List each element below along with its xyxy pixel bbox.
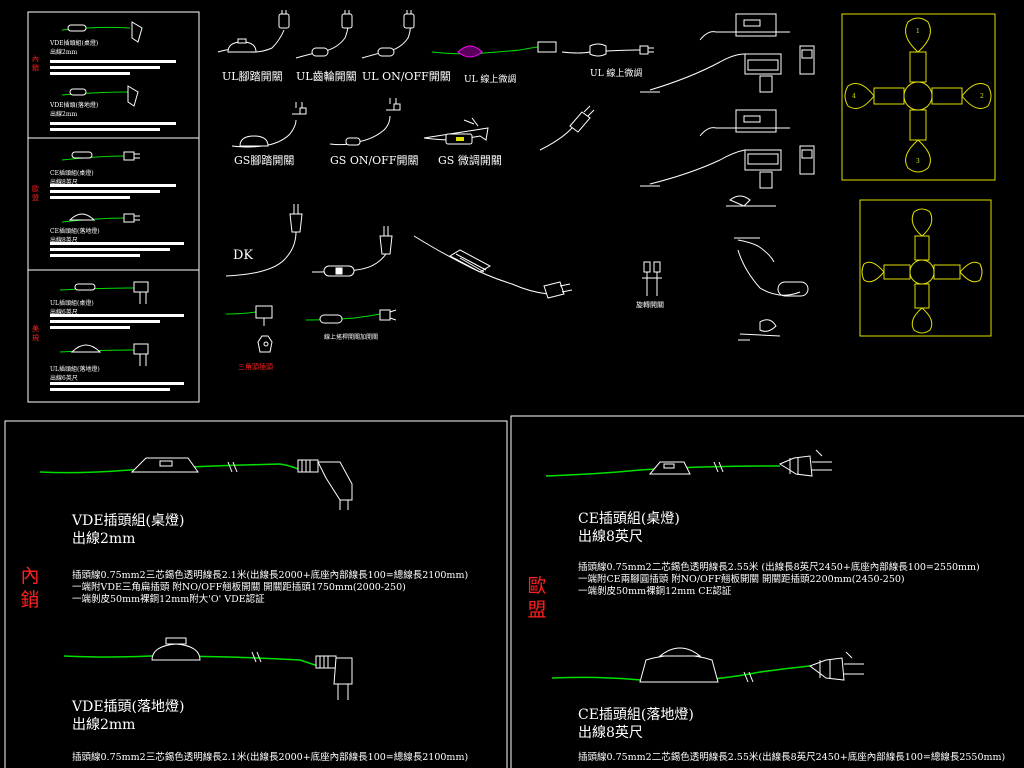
ul-gear-switch <box>295 10 353 59</box>
ce-floor-switch <box>639 647 754 683</box>
triangle-plug-assembly <box>225 305 273 353</box>
pendant-number-1: 1 <box>916 28 920 35</box>
gs-onoff-switch <box>329 98 401 146</box>
label-gs-dimmer-switch: GS 微調開關 <box>438 154 502 167</box>
ul-inline-dimmer <box>431 41 557 58</box>
mini-caption-5: UL插頭組(桌燈) 出線6英尺 <box>50 300 94 316</box>
gs-foot-switch <box>231 102 307 148</box>
vde-desk-spec-line-2: 一端附VDE三角扁插頭 附NO/OFF翹板開關 開關距插頭1750mm(2000… <box>72 582 406 593</box>
vde-desk-switch <box>130 457 238 473</box>
region-label-eu-small: 歐盟 <box>32 185 39 202</box>
region-label-domestic: 內銷 <box>20 565 40 611</box>
rotary-switch <box>642 261 662 296</box>
ce-plug-2 <box>808 651 864 681</box>
loose-plug <box>539 105 595 151</box>
ce-desk-spec-line-2: 一端附CE兩腳圓插頭 附NO/OFF翹板開關 開關距插頭2200mm(2450-… <box>578 574 905 585</box>
vde-desk-title: VDE插頭組(桌燈) <box>72 513 185 529</box>
label-ul-onoff-switch: UL ON/OFF開關 <box>362 70 451 83</box>
vde-floor-subtitle: 出線2mm <box>72 717 136 733</box>
label-inline-rocker: 線上搖桿開關加開關 <box>324 334 379 341</box>
inline-onoff-cable <box>311 226 393 277</box>
ce-desk-cable <box>545 465 781 477</box>
pendant-number-4: 4 <box>852 93 856 100</box>
mini-caption-3: CE插頭組(桌燈) 出線8英尺 <box>50 170 94 186</box>
mini-caption-1: VDE插頭組(桌燈) 出線2mm <box>50 40 99 56</box>
sheet-frames <box>4 415 1024 768</box>
label-ul-dimmer: UL 線上微調 <box>590 69 643 79</box>
pendant-number-2: 2 <box>980 93 984 100</box>
region-label-us-small: 美規 <box>32 325 39 342</box>
ul-foot-switch <box>217 10 290 53</box>
ce-floor-spec-line-1: 插頭線0.75mm2二芯錫色透明線長2.55米(出線長8英尺2450+底座內部線… <box>578 752 1006 763</box>
region-label-domestic-small: 內銷 <box>32 55 39 72</box>
ul-dimmer <box>561 43 654 57</box>
top-left-sheet-frame <box>27 11 200 403</box>
vde-desk-spec-line-3: 一端剝皮50mm裸銅12mm附大'O' VDE認証 <box>72 594 265 605</box>
ce-desk-title: CE插頭組(桌燈) <box>578 511 680 527</box>
pendant-drawing-2 <box>859 199 992 337</box>
label-rotary-switch: 旋轉開關 <box>636 301 664 309</box>
mini-caption-4: CE插頭組(落地燈) 出線8英尺 <box>50 228 100 244</box>
dk-cable <box>225 204 303 277</box>
inline-rocker-assembly <box>305 309 397 324</box>
vde-desk-subtitle: 出線2mm <box>72 531 136 547</box>
pendant-drawing-1 <box>841 13 996 181</box>
vde-plug-1 <box>297 459 353 510</box>
ce-floor-title: CE插頭組(落地燈) <box>578 707 694 723</box>
mini-text-bars <box>50 60 184 391</box>
adapter-drawings <box>640 13 815 341</box>
label-ul-foot-switch: UL腳踏開關 <box>222 70 283 83</box>
gs-inline-cable <box>413 235 573 299</box>
label-gs-foot-switch: GS腳踏開關 <box>234 154 295 167</box>
ce-floor-subtitle: 出線8英尺 <box>578 725 643 741</box>
label-ul-inline-dimmer: UL 線上微調 <box>464 75 517 85</box>
label-ul-gear-switch: UL齒輪開關 <box>296 70 357 83</box>
ce-desk-switch <box>648 461 724 475</box>
mini-caption-6: UL插頭組(落地燈) 出線6英尺 <box>50 366 100 382</box>
vde-desk-spec-line-1: 插頭線0.75mm2三芯錫色透明線長2.1米(出線長2000+底座內部線長100… <box>72 570 469 581</box>
vde-floor-spec-line-1: 插頭線0.75mm2三芯錫色透明線長2.1米(出線長2000+底座內部線長100… <box>72 752 469 763</box>
label-dk: DK <box>233 248 254 263</box>
ul-onoff-switch <box>361 10 415 59</box>
mini-caption-2: VDE插頭(落地燈) 出線2mm <box>50 102 99 118</box>
vde-floor-switch <box>151 637 262 663</box>
vde-plug-2 <box>315 655 353 700</box>
region-label-eu: 歐盟 <box>527 575 547 621</box>
label-gs-onoff-switch: GS ON/OFF開關 <box>330 154 419 167</box>
label-triangle-plug: 三角頭插頭 <box>238 363 273 371</box>
gs-dimmer-switch <box>423 117 489 145</box>
ce-plug-1 <box>778 449 832 477</box>
mini-switches <box>67 21 149 366</box>
ce-desk-subtitle: 出線8英尺 <box>578 529 643 545</box>
vde-floor-title: VDE插頭(落地燈) <box>72 699 185 715</box>
pendant-number-3: 3 <box>916 158 920 165</box>
ce-desk-spec-line-3: 一端剝皮50mm裸銅12mm CE認証 <box>578 586 732 597</box>
ce-desk-spec-line-1: 插頭線0.75mm2二芯錫色透明線長2.55米 (出線長8英尺2450+底座內部… <box>578 562 980 573</box>
vde-floor-cable <box>63 655 319 667</box>
